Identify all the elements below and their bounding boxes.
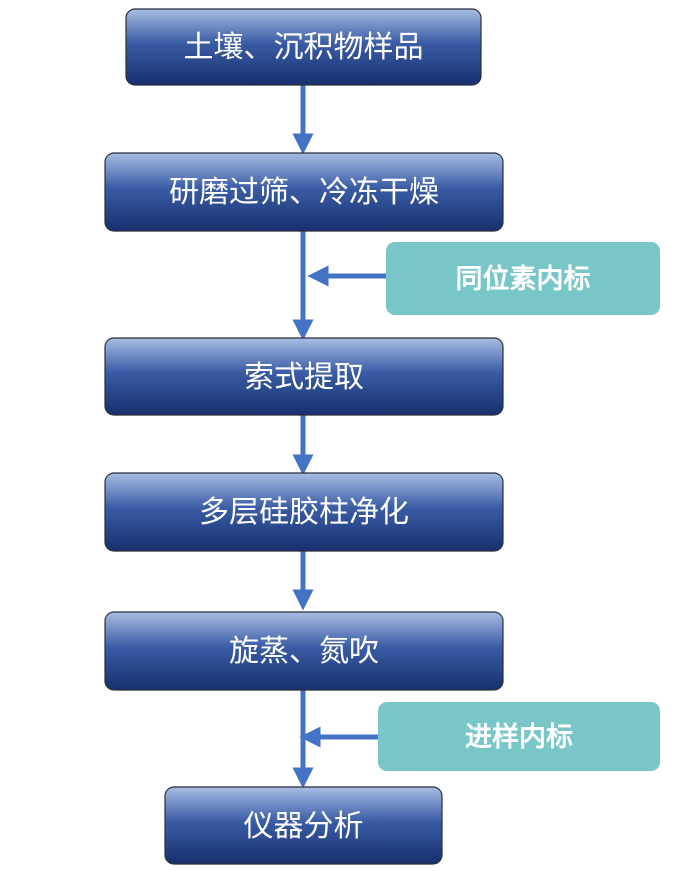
process-step-3: 索式提取 (104, 337, 504, 416)
step-box (104, 611, 504, 691)
step-label: 研磨过筛、冷冻干燥 (169, 175, 439, 210)
step-label: 旋蒸、氮吹 (229, 634, 379, 669)
process-step-6: 仪器分析 (164, 786, 443, 865)
process-step-4: 多层硅胶柱净化 (104, 472, 504, 552)
step-label: 土壤、沉积物样品 (184, 30, 424, 65)
process-step-5: 旋蒸、氮吹 (104, 611, 504, 691)
addition-injection-standard: 进样内标 (378, 702, 660, 771)
step-box (104, 152, 504, 232)
addition-internal-standard: 同位素内标 (386, 242, 660, 315)
addition-label: 进样内标 (465, 721, 573, 753)
step-box (125, 8, 482, 86)
addition-box (386, 242, 660, 315)
step-label: 仪器分析 (244, 809, 364, 844)
step-box (104, 472, 504, 552)
step-box (104, 337, 504, 416)
step-box (164, 786, 443, 865)
addition-label: 同位素内标 (456, 263, 591, 295)
process-step-1: 土壤、沉积物样品 (125, 8, 482, 86)
process-step-2: 研磨过筛、冷冻干燥 (104, 152, 504, 232)
connectors (292, 85, 386, 789)
step-label: 索式提取 (244, 360, 364, 395)
addition-box (378, 702, 660, 771)
step-label: 多层硅胶柱净化 (199, 495, 409, 530)
